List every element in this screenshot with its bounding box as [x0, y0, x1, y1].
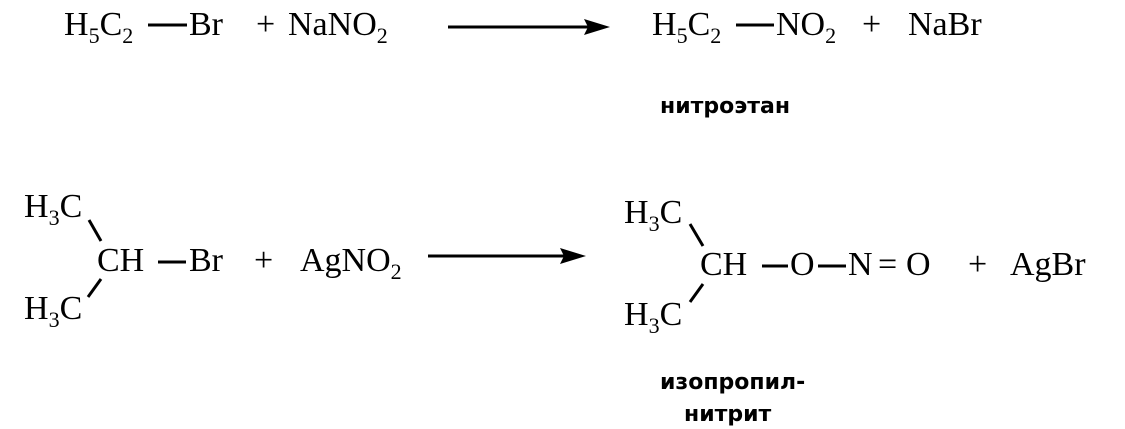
reaction2-reactant-top: H3C	[24, 188, 83, 229]
reagent1-sub: 2	[376, 23, 388, 48]
reaction1-byproduct: NaBr	[908, 6, 982, 43]
reaction1-reactant-group: Br	[189, 6, 223, 43]
reaction2-reactant-bottom: H3C	[24, 290, 83, 331]
reaction2-product-bottom: H3C	[624, 296, 683, 337]
reaction1-reagent-plus: +	[256, 6, 276, 43]
reaction1-byproduct-plus: +	[862, 6, 882, 43]
product1-h: H	[652, 6, 677, 43]
reaction2-product-name-line2: нитрит	[684, 402, 772, 427]
reaction2-arrow-head	[560, 248, 586, 264]
reactant1-c: C	[99, 6, 123, 43]
reaction2-reagent: AgNO2	[300, 242, 402, 283]
reaction2-product-name-line1: изопропил-	[660, 370, 806, 395]
reaction2-byproduct-plus: +	[968, 246, 988, 283]
reaction1-reagent: NaNO2	[288, 6, 388, 47]
reactant2-top-bond	[87, 219, 103, 242]
reactant2-top-sub: 3	[48, 205, 60, 230]
reagent2-sub: 2	[390, 259, 402, 284]
reaction2-product-o1: O	[790, 246, 815, 283]
product1-h-sub: 5	[676, 23, 688, 48]
product1-group-sub: 2	[825, 23, 837, 48]
product1-c-sub: 2	[710, 23, 722, 48]
reaction2-product-center: CH	[700, 246, 748, 283]
reactant1-h-sub: 5	[88, 23, 100, 48]
product2-bottom-h: H	[624, 296, 649, 333]
reaction2-reagent-plus: +	[254, 242, 274, 279]
reagent1-text: NaNO	[288, 6, 377, 43]
reaction1-arrow-head	[584, 19, 610, 35]
reaction1-reactant-formula: H5C2	[64, 6, 133, 47]
reaction2-byproduct: AgBr	[1010, 246, 1086, 283]
reactant2-top-c: C	[59, 188, 83, 225]
reaction2-reactant-group: Br	[189, 242, 223, 279]
reaction1-product-group: NO2	[776, 6, 836, 47]
product2-top-c: C	[659, 194, 683, 231]
reaction2-product-o2: O	[906, 246, 931, 283]
reaction1-product-name: нитроэтан	[660, 94, 791, 119]
product2-bottom-c: C	[659, 296, 683, 333]
product2-top-bond	[688, 223, 705, 247]
reactant2-bottom-bond	[86, 278, 103, 298]
reactant2-bottom-sub: 3	[48, 307, 60, 332]
product1-group: NO	[776, 6, 826, 43]
product1-c: C	[687, 6, 711, 43]
product2-top-h: H	[624, 194, 649, 231]
reactant1-h: H	[64, 6, 89, 43]
reagent2-text: AgNO	[300, 242, 391, 279]
product2-bottom-sub: 3	[648, 313, 660, 338]
reaction2-reactant-center: CH	[97, 242, 145, 279]
reactant1-c-sub: 2	[122, 23, 134, 48]
reaction2-product-eq: =	[878, 246, 898, 283]
reactant2-top-h: H	[24, 188, 49, 225]
reactant2-bottom-h: H	[24, 290, 49, 327]
reaction1-product-formula: H5C2	[652, 6, 721, 47]
reaction2-product-top: H3C	[624, 194, 683, 235]
reactant2-bottom-c: C	[59, 290, 83, 327]
reaction2-product-n: N	[848, 246, 873, 283]
product2-bottom-bond	[688, 283, 705, 303]
product2-top-sub: 3	[648, 211, 660, 236]
